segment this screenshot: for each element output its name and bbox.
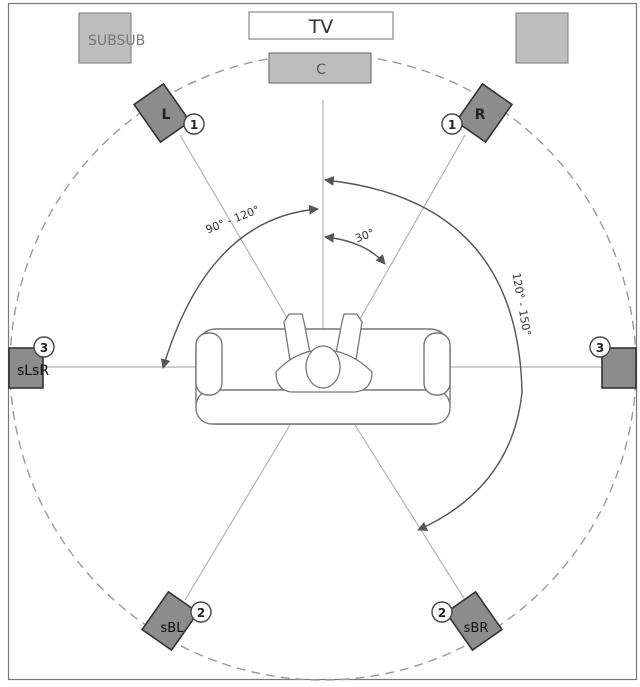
side-left-speaker: sLsR	[8, 347, 49, 389]
surround-back-right-label: sBR	[464, 621, 489, 636]
subwoofer-left	[78, 12, 132, 64]
surround-back-right-badge: 2	[431, 601, 453, 623]
front-right-speaker: R	[454, 82, 514, 144]
svg-text:2: 2	[438, 606, 446, 620]
svg-text:3: 3	[40, 341, 48, 355]
front-left-line	[179, 134, 301, 341]
side-left-label: sLsR	[17, 363, 49, 379]
svg-text:1: 1	[448, 118, 456, 132]
angle-back-label: 120° - 150°	[509, 272, 533, 337]
back-right-line	[354, 424, 466, 601]
tv-box	[248, 11, 394, 40]
angle-arc-back	[324, 176, 523, 531]
svg-text:2: 2	[197, 606, 205, 620]
front-right-badge: 1	[441, 113, 463, 135]
angle-front-label: 30°	[353, 226, 376, 245]
listener	[275, 313, 373, 393]
surround-back-right-speaker: sBR	[444, 590, 504, 652]
listener-head	[305, 345, 341, 389]
svg-text:1: 1	[190, 118, 198, 132]
sofa	[195, 328, 451, 425]
angle-arc-front	[324, 233, 386, 265]
side-right-speaker	[601, 347, 637, 389]
subwoofer-left-label: SUBSUB	[88, 33, 145, 49]
surround-back-left-speaker: sBL	[140, 590, 200, 652]
surround-back-left-label: sBL	[161, 621, 185, 636]
room-border	[7, 2, 638, 681]
front-left-label: L	[162, 107, 171, 123]
center-speaker	[268, 52, 372, 84]
side-left-badge: 3	[33, 336, 55, 358]
subwoofer-right	[515, 12, 569, 64]
side-right-badge: 3	[589, 336, 611, 358]
tv-label: TV	[308, 16, 334, 38]
front-right-label: R	[475, 107, 486, 123]
angle-side-label: 90° - 120°	[204, 203, 262, 236]
surround-back-left-badge: 2	[190, 601, 212, 623]
svg-text:3: 3	[596, 341, 604, 355]
angle-arc-side	[160, 204, 319, 369]
front-left-speaker: L	[132, 82, 192, 144]
back-left-line	[184, 424, 291, 601]
front-left-badge: 1	[183, 113, 205, 135]
center-label: C	[316, 62, 326, 78]
